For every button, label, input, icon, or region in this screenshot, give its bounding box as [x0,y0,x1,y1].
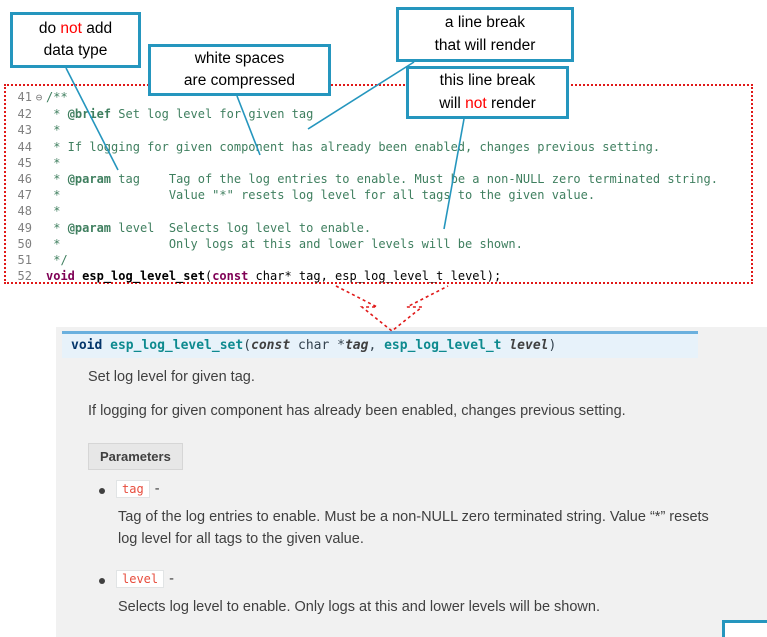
parameters-heading: Parameters [88,443,183,470]
docs-detail: If logging for given component has alrea… [88,403,626,419]
code-editor-snippet: 41⊖/**42 * @brief Set log level for give… [4,84,753,284]
function-signature: void esp_log_level_set(const char *tag, … [62,331,698,358]
code-line: 47 * Value "*" resets log level for all … [17,188,596,203]
param-desc-level: Selects log level to enable. Only logs a… [118,599,600,615]
code-line: 43 * [17,123,61,138]
callout-text-line: are compressed [183,72,296,89]
code-line: 48 * [17,204,61,219]
code-line: 44 * If logging for given component has … [17,139,661,154]
param-name-tag: tag [116,480,150,498]
bullet-icon [99,488,105,494]
callout-text-line: a line break [444,14,526,32]
callout-text-line: this line break [439,72,536,90]
rendered-docs-panel: void esp_log_level_set(const char *tag, … [56,327,767,637]
callout-text-line: data type [43,42,108,59]
docs-brief: Set log level for given tag. [88,369,255,385]
param-item-tag: tag - [116,480,160,498]
dotted-down-arrow [335,285,449,333]
callout-do-not-add-data-type: do not add data type [10,12,141,68]
code-line: 49 * @param level Selects log level to e… [17,220,372,235]
callout-text-line: do not add [38,19,113,37]
callout-line-break-not-render: this line break will not render [406,66,569,119]
code-line: 51 */ [17,253,68,268]
callout-partial [722,620,767,637]
code-lines: 41⊖/**42 * @brief Set log level for give… [6,89,751,284]
param-name-level: level [116,570,165,588]
param-separator: - [169,571,174,587]
code-line: 46 * @param tag Tag of the log entries t… [17,172,718,187]
param-desc-tag: Tag of the log entries to enable. Must b… [118,509,709,547]
callout-whitespace-compressed: white spaces are compressed [148,44,331,96]
callout-text-line: will not render [439,94,536,112]
code-line: 50 * Only logs at this and lower levels … [17,236,523,251]
callout-line-break-renders: a line break that will render [396,7,574,62]
callout-text-line: white spaces [194,49,285,67]
callout-text-line: that will render [434,36,536,54]
code-line: 41⊖/** [6,89,751,106]
code-line: 42 * @brief Set log level for given tag [17,107,314,122]
code-line: 45 * [17,155,61,170]
bullet-icon [99,578,105,584]
param-separator: - [154,481,160,497]
param-item-level: level - [116,570,174,588]
fold-marker-icon: ⊖ [35,91,43,104]
